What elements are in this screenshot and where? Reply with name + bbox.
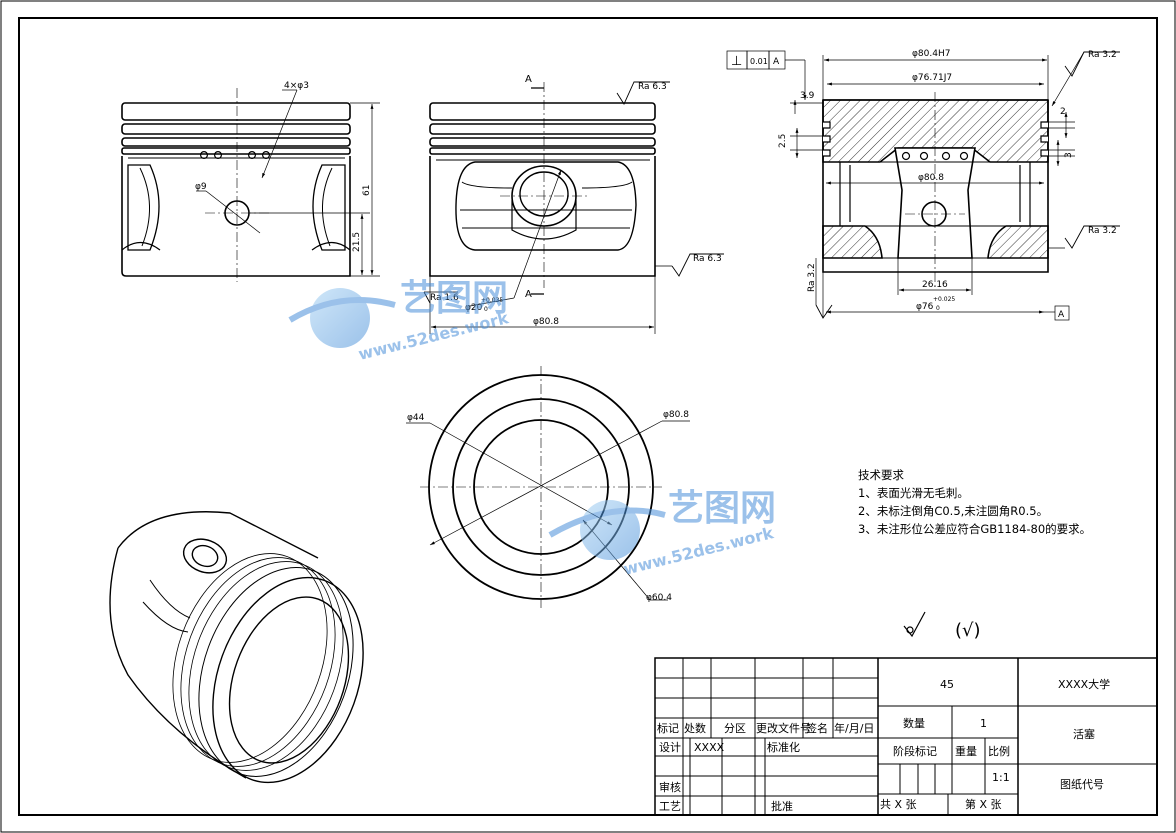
rough-mid-right: Ra 3.2: [1088, 226, 1117, 236]
gdt-datum: A: [773, 57, 780, 67]
gdt-value: 0.01: [750, 57, 768, 66]
watermark-brand-1: 艺图网: [400, 278, 508, 319]
tb-scale: 1:1: [992, 771, 1010, 784]
top-dim-80: φ80.8: [663, 410, 689, 420]
roughness-note: (√): [955, 620, 981, 641]
rough-left: Ra 3.2: [807, 263, 817, 292]
dim-outer-dia: φ80.4H7: [912, 49, 950, 59]
tb-drawing-no: 图纸代号: [1060, 778, 1104, 791]
dim-skirt-lower: 0: [936, 305, 940, 312]
tb-page-no: 第 X 张: [965, 797, 1002, 811]
side-dim-pin-bore-upper: +0.035: [481, 297, 503, 304]
tb-weight-label: 重量: [955, 744, 977, 758]
front-view-dimensions: [196, 89, 380, 277]
tb-design: 设计: [659, 741, 681, 754]
section-mark-top: A: [525, 74, 532, 85]
tb-mark: 标记: [657, 721, 679, 735]
top-dim-60: φ60.4: [646, 593, 672, 603]
dim-top-land: 3.9: [800, 91, 815, 101]
note-item-3: 3、未注形位公差应符合GB1184-80的要求。: [858, 522, 1091, 536]
tb-count: 处数: [684, 722, 706, 735]
tb-stage-label: 阶段标记: [893, 744, 937, 758]
dim-boss-width: 26.16: [922, 280, 948, 290]
section-mark-bottom: A: [525, 289, 532, 300]
tb-designer: XXXX: [694, 741, 725, 754]
side-view-dimensions: [423, 81, 724, 334]
dim-land-dia: φ76.71J7: [912, 73, 952, 83]
general-roughness: [903, 611, 926, 638]
tb-total-pages: 共 X 张: [880, 798, 917, 811]
globe-icon: [310, 288, 370, 348]
watermark-1: 艺图网 www.52des.work: [288, 278, 511, 364]
side-rough-pin: Ra 1.6: [430, 293, 459, 303]
datum-label: A: [1058, 310, 1065, 320]
gdt-symbol: ⊥: [731, 54, 742, 69]
tb-scale-label: 比例: [988, 744, 1010, 758]
tb-sign: 签名: [806, 721, 828, 735]
tb-zone: 分区: [724, 722, 746, 735]
tb-approve: 批准: [771, 799, 793, 813]
tb-process: 工艺: [659, 800, 681, 813]
tb-review: 审核: [659, 780, 681, 794]
side-dim-pin-bore-lower: 0: [484, 306, 488, 313]
rough-top-right: Ra 3.2: [1088, 50, 1117, 60]
front-dim-pin-hole: φ9: [195, 182, 207, 192]
dim-groove-pitch: 2.5: [778, 134, 788, 148]
front-dim-grooves: 4×φ3: [284, 81, 309, 91]
section-view-dimensions: [726, 50, 1120, 321]
title-block: [654, 657, 1158, 816]
dim-ring-width: 2: [1060, 107, 1066, 117]
dim-skirt-upper: +0.025: [933, 296, 955, 303]
dim-skirt-dia: φ76: [916, 302, 934, 312]
dim-inner-dia: φ80.8: [918, 173, 944, 183]
front-dim-pin-height: 21.5: [352, 232, 362, 252]
technical-notes: 技术要求 1、表面光滑无毛刺。 2、未标注倒角C0.5,未注圆角R0.5。 3、…: [858, 468, 1091, 536]
side-dim-pin-bore: φ20: [465, 303, 483, 313]
top-view: [420, 366, 662, 608]
side-dim-diameter: φ80.8: [533, 317, 559, 327]
tb-quantity: 1: [980, 717, 987, 730]
dim-groove-depth: 3: [1064, 152, 1074, 158]
watermark-2: 艺图网 www.52des.work: [548, 488, 776, 579]
tb-part-name: 活塞: [1073, 727, 1095, 741]
front-dim-height: 61: [362, 185, 372, 196]
tb-material: 45: [940, 678, 954, 691]
note-item-1: 1、表面光滑无毛刺。: [858, 486, 969, 500]
tb-quantity-label: 数量: [903, 717, 925, 730]
notes-title: 技术要求: [858, 468, 904, 482]
title-block-text: 45 XXXX大学 活塞 图纸代号 数量 1 阶段标记 重量 比例 1:1 标记…: [657, 677, 1110, 813]
isometric-view: [109, 511, 364, 784]
top-dim-44: φ44: [407, 413, 425, 423]
side-view: [429, 82, 656, 295]
watermark-brand-2: 艺图网: [668, 488, 776, 529]
side-rough-side: Ra 6.3: [693, 254, 722, 264]
tb-school: XXXX大学: [1058, 677, 1110, 691]
tb-change-doc: 更改文件号: [756, 721, 811, 735]
tb-standard: 标准化: [767, 740, 800, 754]
section-view: [822, 92, 1049, 288]
tb-date: 年/月/日: [834, 721, 874, 735]
note-item-2: 2、未标注倒角C0.5,未注圆角R0.5。: [858, 504, 1048, 518]
side-rough-top: Ra 6.3: [638, 82, 667, 92]
front-view: [121, 88, 351, 282]
